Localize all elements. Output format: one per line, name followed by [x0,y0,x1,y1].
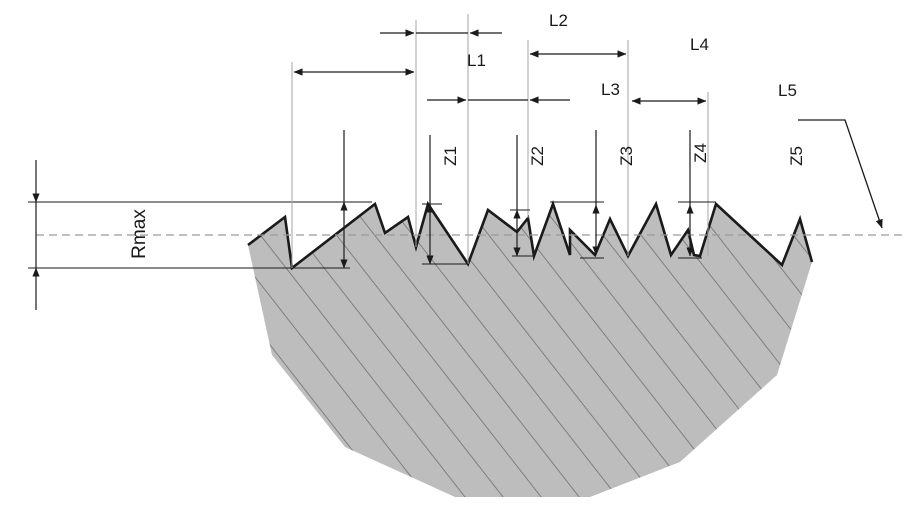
z4-label: Z4 [691,143,710,163]
z2-label: Z2 [528,146,547,166]
z3-label: Z3 [617,146,636,166]
l1-label: L1 [467,51,486,70]
z5-label: Z5 [787,146,806,166]
l3-label: L3 [601,80,620,99]
surface-profile [247,200,814,271]
l4-label: L4 [690,35,709,54]
l5-leader [798,119,883,229]
l5-label: L5 [778,81,797,100]
z1-label: Z1 [441,146,460,166]
l2-label: L2 [549,11,568,30]
rmax-label: Rmax [129,209,150,259]
material-section [248,204,812,497]
guide-lines [291,14,709,268]
